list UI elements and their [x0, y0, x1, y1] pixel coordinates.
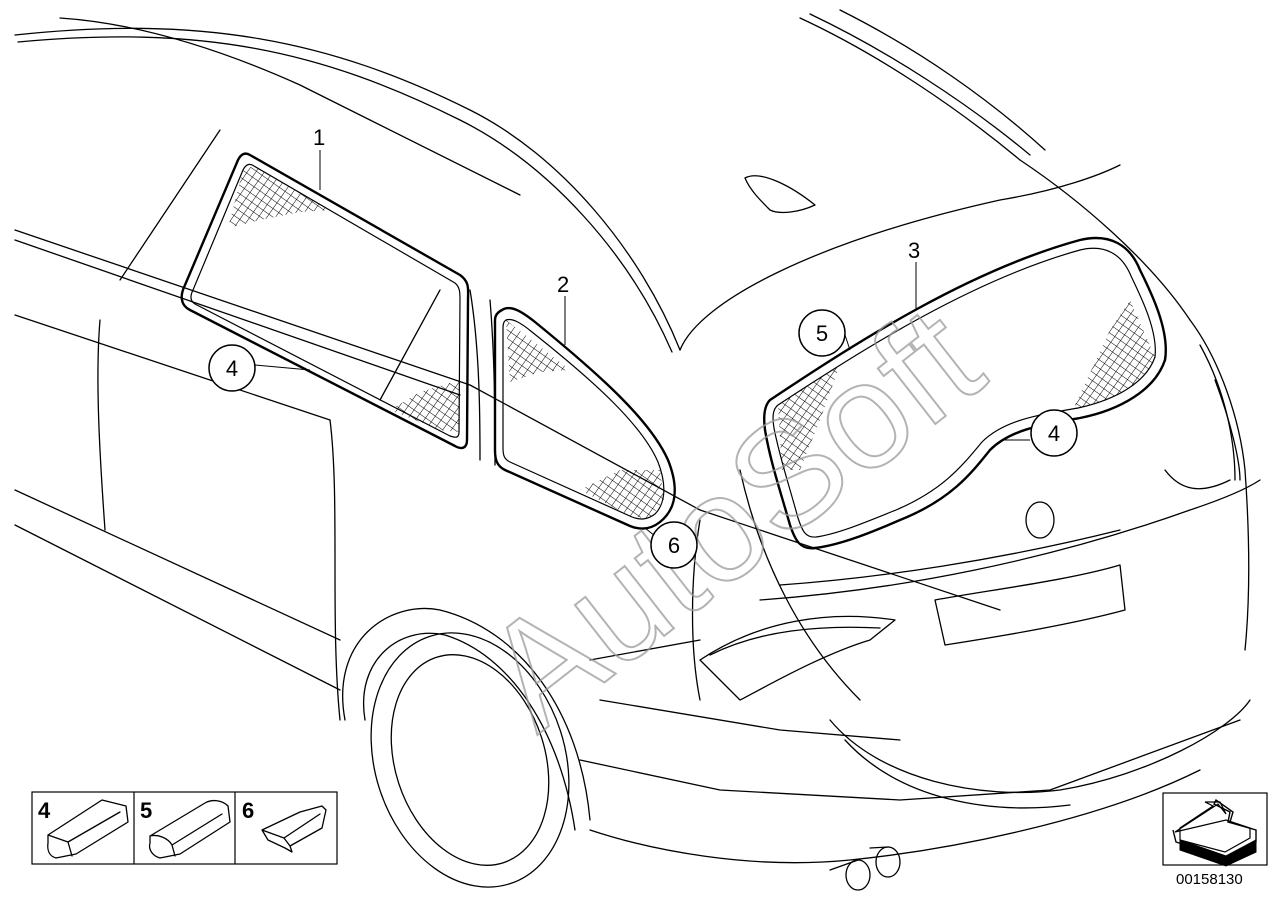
- circled-callout-4-rear-label: 4: [1048, 421, 1060, 446]
- legend-label-4: 4: [38, 798, 51, 823]
- clip-icon: [261, 805, 327, 853]
- circled-callout-4-side-label: 4: [226, 356, 238, 381]
- legend-item-4: 4: [38, 798, 129, 859]
- seal-profile-alt-icon: [148, 799, 231, 859]
- circled-callout-5-label: 5: [816, 321, 828, 346]
- circled-callout-5: 5: [798, 309, 846, 357]
- callout-1: 1: [313, 125, 325, 150]
- legend-item-6: 6: [242, 798, 327, 853]
- legend-label-5: 5: [140, 798, 152, 823]
- legend-item-5: 5: [140, 798, 231, 859]
- circled-callout-6-label: 6: [668, 533, 680, 558]
- direction-arrow-icon: [1162, 792, 1268, 867]
- legend-label-6: 6: [242, 798, 254, 823]
- callout-3: 3: [908, 238, 920, 263]
- car-body-outline: [14, 9, 1261, 891]
- seal-profile-icon: [47, 799, 129, 859]
- circled-callout-4-rear: 4: [1030, 409, 1078, 457]
- quarter-window-2: [493, 306, 676, 530]
- parts-legend: 4 5 6: [31, 791, 338, 865]
- circled-callout-4-side: 4: [208, 344, 256, 392]
- circled-callout-6: 6: [650, 521, 698, 569]
- rear-door-window-1: [180, 152, 470, 450]
- part-number: 00158130: [1176, 871, 1243, 888]
- callout-2: 2: [557, 272, 569, 297]
